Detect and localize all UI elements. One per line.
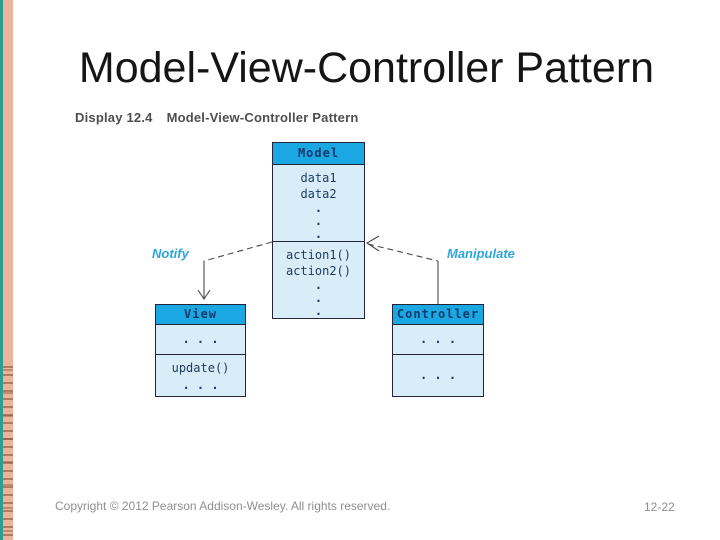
copyright-text: Copyright © 2012 Pearson Addison-Wesley.… xyxy=(55,499,391,513)
controller-methods-ellipsis: . . . xyxy=(419,368,457,382)
controller-class-box: Controller . . . . . . xyxy=(392,304,484,397)
model-action-section: action1() action2() . . . xyxy=(273,242,364,318)
model-dot: . xyxy=(314,201,323,215)
model-data2: data2 xyxy=(300,187,337,201)
view-attributes-ellipsis: . . . xyxy=(156,325,245,355)
view-class-box: View . . . update() . . . xyxy=(155,304,246,397)
model-class-box: Model data1 data2 . . . action1() action… xyxy=(272,142,365,319)
model-action1: action1() xyxy=(285,248,352,262)
controller-attributes-ellipsis: . . . xyxy=(393,325,483,355)
manipulate-label: Manipulate xyxy=(447,246,515,261)
view-method-section: update() . . . xyxy=(156,355,245,393)
model-dot: . xyxy=(314,291,323,305)
figure-caption-label: Display 12.4 xyxy=(75,110,153,125)
spine-page-lines xyxy=(3,366,13,540)
model-data1: data1 xyxy=(300,171,337,185)
notify-label: Notify xyxy=(152,246,189,261)
spine-teal-bar xyxy=(0,0,3,540)
view-methods-ellipsis: . . . xyxy=(182,378,219,392)
page-number: 12-22 xyxy=(644,500,675,514)
notify-dashed-line xyxy=(203,241,273,262)
figure-caption: Display 12.4 Model-View-Controller Patter… xyxy=(75,110,358,125)
slide-title: Model-View-Controller Pattern xyxy=(78,44,655,92)
manipulate-arrowhead xyxy=(365,235,380,252)
model-data-section: data1 data2 . . . xyxy=(273,165,364,242)
model-dot: . xyxy=(314,304,323,318)
view-update-method: update() xyxy=(171,361,230,375)
model-box-header: Model xyxy=(273,143,364,165)
model-action2: action2() xyxy=(285,264,352,278)
model-dot: . xyxy=(314,227,323,241)
figure-caption-title: Model-View-Controller Pattern xyxy=(166,110,359,125)
model-dot: . xyxy=(314,278,323,292)
manipulate-dashed-line xyxy=(367,243,439,262)
view-box-header: View xyxy=(156,305,245,325)
controller-box-header: Controller xyxy=(393,305,483,325)
spine-tan-bar xyxy=(3,0,13,540)
model-dot: . xyxy=(314,214,323,228)
notify-arrowhead xyxy=(197,289,211,300)
